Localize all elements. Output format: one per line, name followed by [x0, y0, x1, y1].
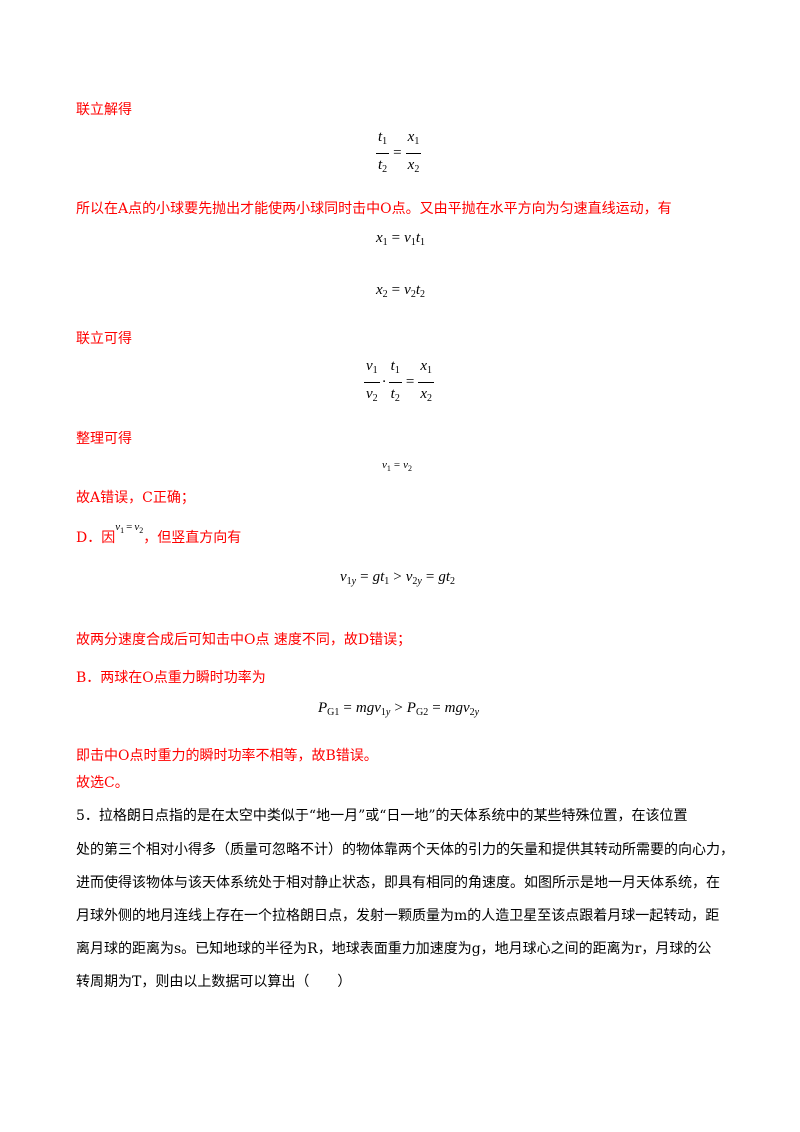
solution-line-10: 故选C。: [76, 775, 129, 791]
equation-power: PG1=mgv1y>PG2=mgv2y: [318, 700, 480, 718]
solution-line-7: 故两分速度合成后可知击中O点 速度不同，故D错误；: [76, 632, 412, 648]
solution-line-1: 联立解得: [76, 102, 132, 118]
inline-equation-v-equal: v1=v2: [115, 521, 144, 535]
solution-line-9: 即击中O点时重力的瞬时功率不相等，故B错误。: [76, 748, 378, 764]
question-line-1: 5．拉格朗日点指的是在太空中类似于“地一月”或“日一地”的天体系统中的某些特殊位…: [76, 808, 688, 824]
solution-line-6a: D．因: [76, 530, 116, 546]
question-line-5: 离月球的距离为s。已知地球的半径为R，地球表面重力加速度为g，地月球心之间的距离…: [76, 941, 712, 957]
solution-line-8: B．两球在O点重力瞬时功率为: [76, 670, 266, 686]
solution-line-6: D．因v1=v2，但竖直方向有: [76, 521, 242, 553]
solution-line-5: 故A错误，C正确；: [76, 490, 195, 506]
question-line-2: 处的第三个相对小得多（质量可忽略不计）的物体靠两个天体的引力的矢量和提供其转动所…: [76, 842, 734, 858]
solution-line-2: 所以在A点的小球要先抛出才能使两小球同时击中O点。又由平抛在水平方向为匀速直线运…: [76, 201, 672, 217]
equation-x2: x2=v2t2: [376, 282, 425, 300]
equation-x1: x1=v1t1: [376, 230, 425, 248]
equation-v-equal: v1=v2: [382, 459, 412, 473]
equation-vertical-velocity: v1y=gt1>v2y=gt2: [340, 569, 455, 587]
solution-line-6b: ，但竖直方向有: [143, 530, 242, 546]
question-line-6: 转周期为T，则由以上数据可以算出（ ）: [76, 974, 352, 990]
question-line-3: 进而使得该物体与该天体系统处于相对静止状态，即具有相同的角速度。如图所示是地一月…: [76, 875, 720, 891]
question-line-4: 月球外侧的地月连线上存在一个拉格朗日点，发射一颗质量为m的人造卫星至该点跟着月球…: [76, 908, 720, 924]
solution-line-4: 整理可得: [76, 431, 132, 447]
solution-line-3: 联立可得: [76, 331, 132, 347]
